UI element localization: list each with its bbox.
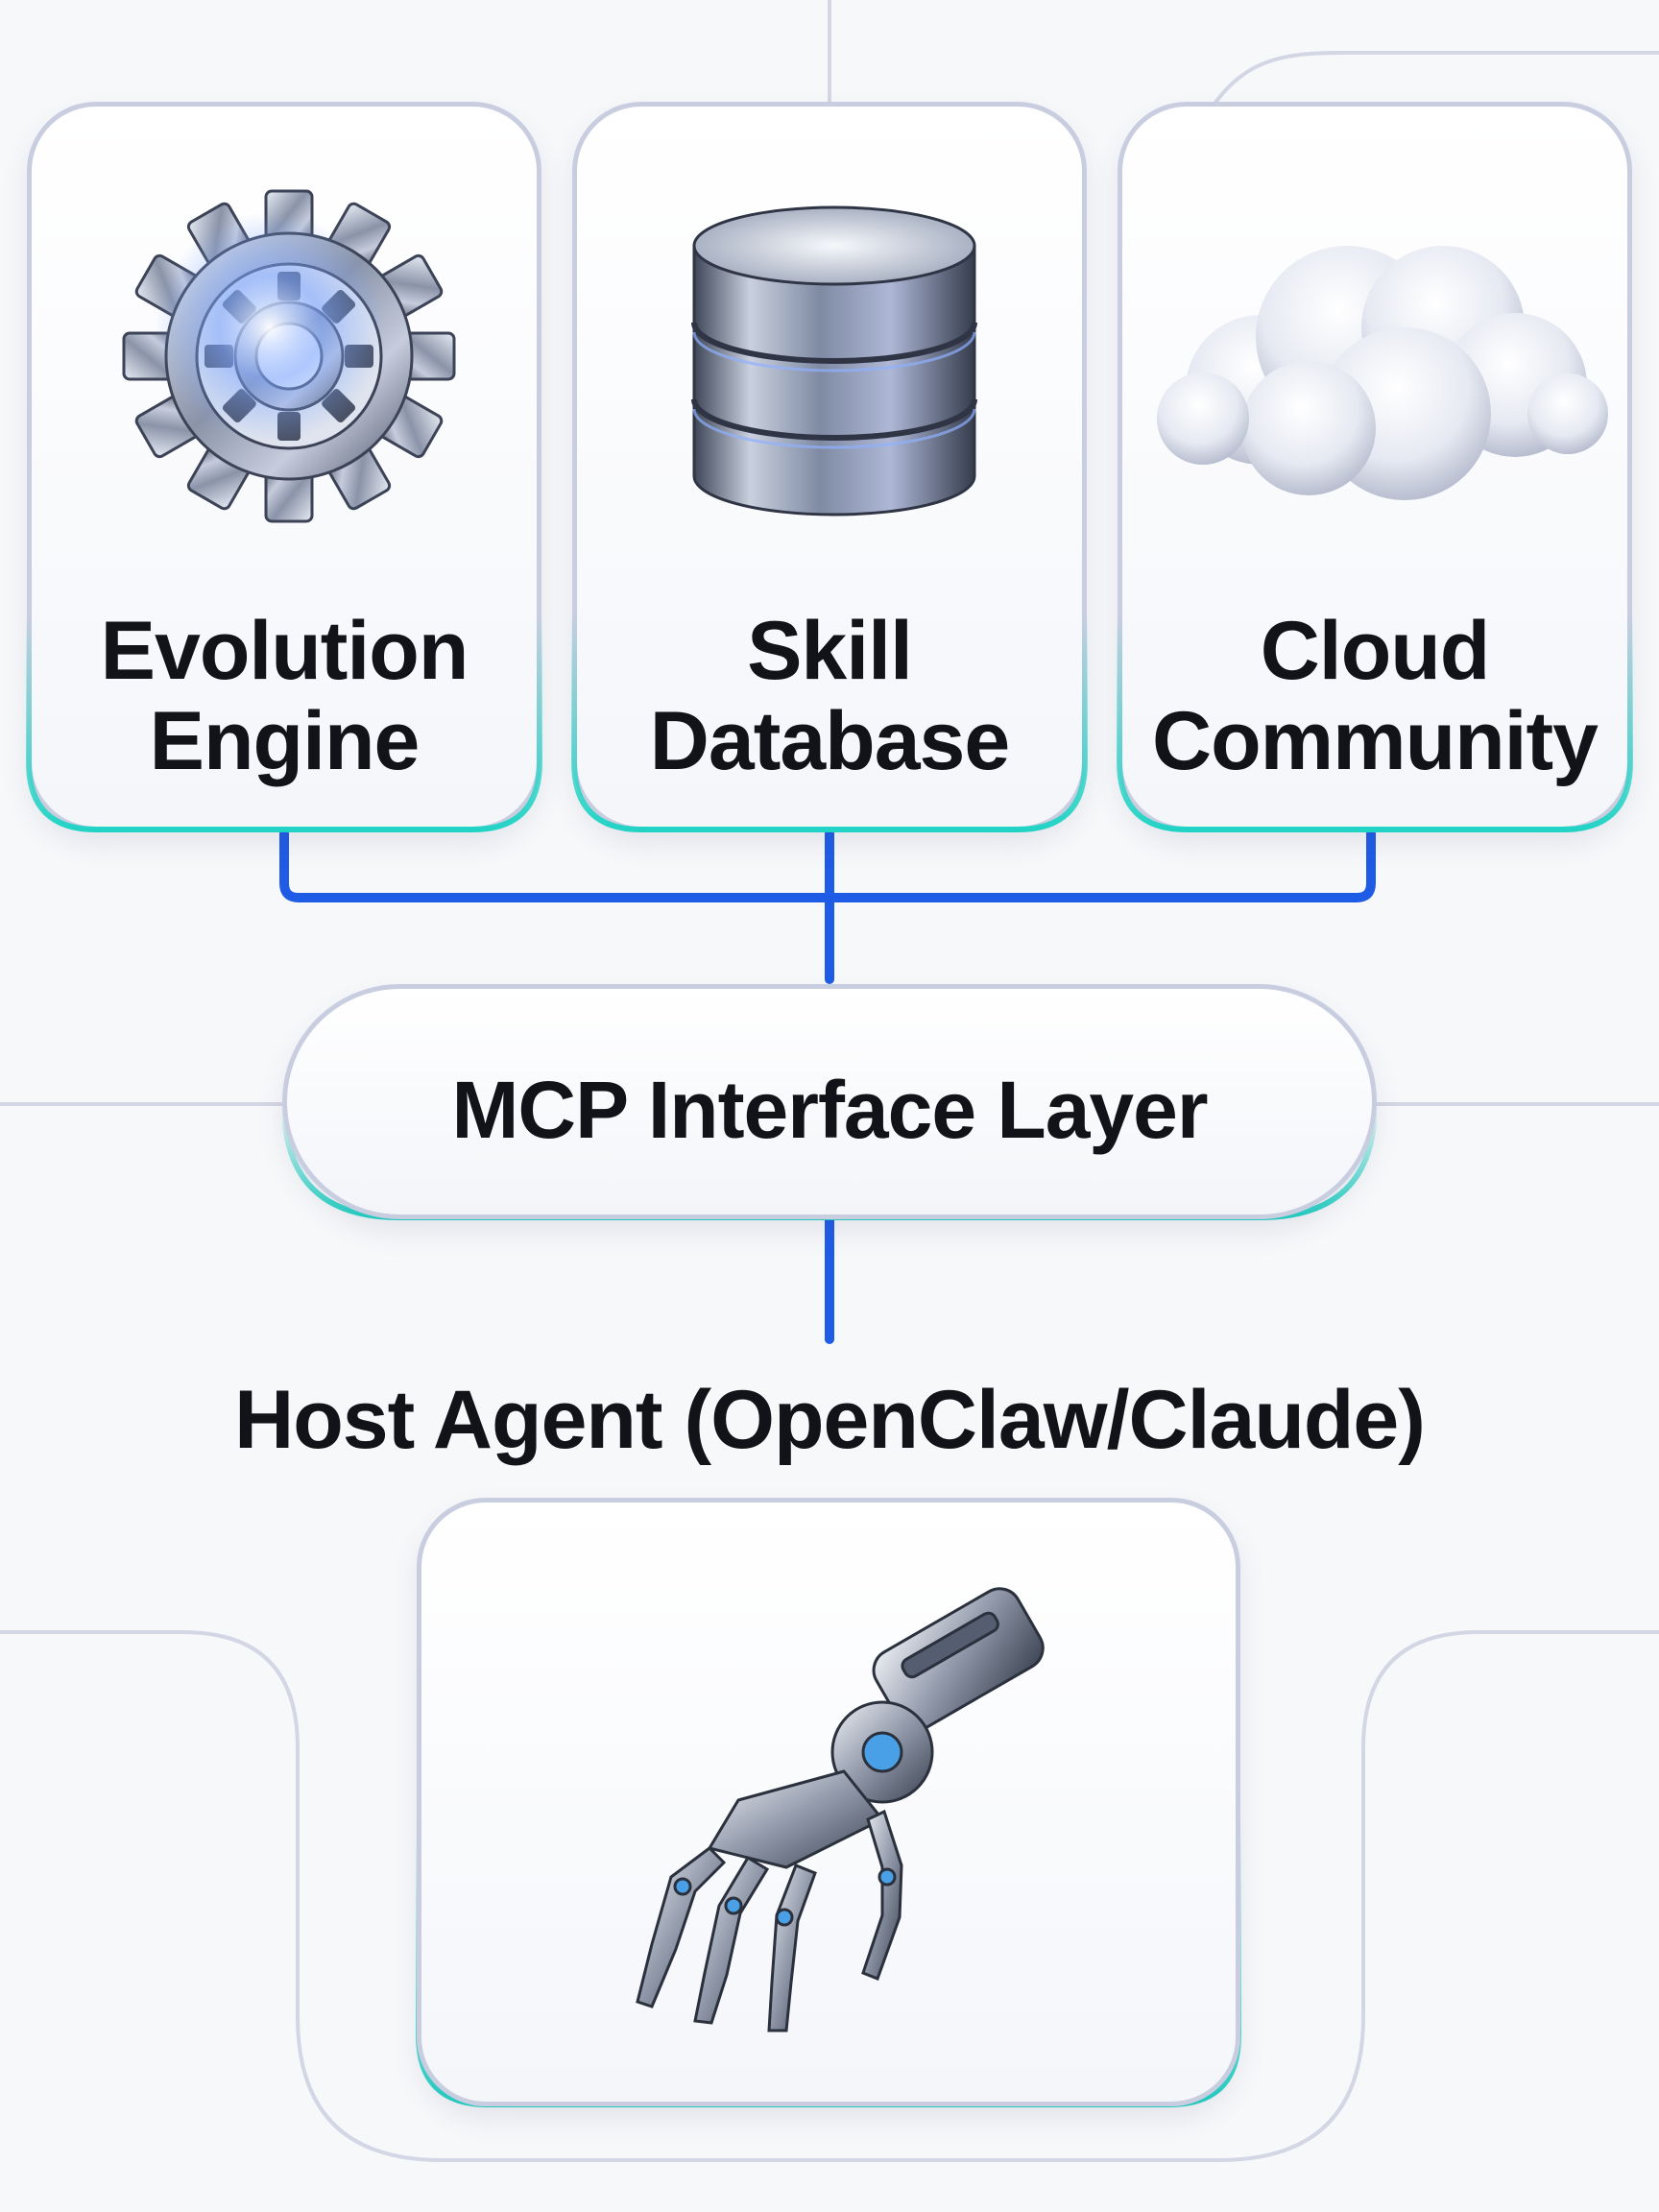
module-label: Evolution Engine (100, 605, 469, 787)
module-card-cloud-community[interactable]: Cloud Community (1118, 102, 1632, 831)
gear-icon (116, 183, 462, 534)
robotic-hand-icon (594, 1560, 1094, 2064)
host-agent-title: Host Agent (OpenClaw/Claude) (234, 1374, 1426, 1466)
database-icon (685, 198, 984, 529)
module-card-evolution-engine[interactable]: Evolution Engine (27, 102, 541, 831)
mcp-interface-layer[interactable]: MCP Interface Layer (282, 984, 1377, 1219)
module-card-skill-database[interactable]: Skill Database (572, 102, 1087, 831)
module-label: Skill Database (649, 605, 1010, 787)
host-agent-card[interactable] (417, 1498, 1240, 2106)
interface-label: MCP Interface Layer (451, 1065, 1208, 1155)
module-label: Cloud Community (1152, 605, 1599, 787)
cloud-icon (1145, 222, 1616, 515)
